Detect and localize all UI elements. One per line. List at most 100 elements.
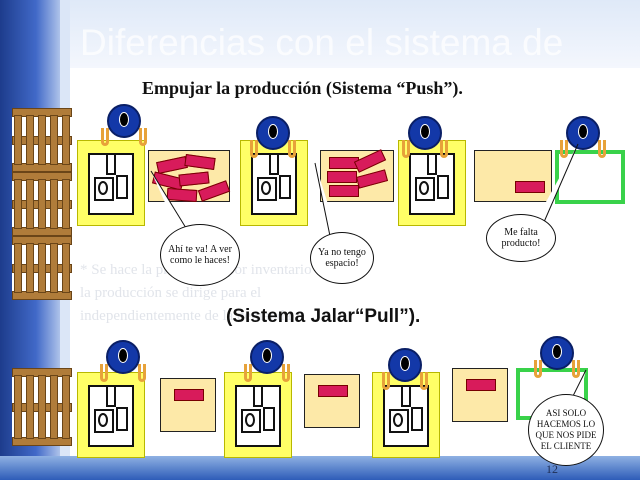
worker-icon [534, 334, 580, 382]
speech-bubble-text: Ahí te va! A ver como le haces! [168, 244, 232, 266]
machine-part [401, 385, 411, 407]
kanban-buffer [452, 368, 508, 422]
worker-arm [420, 372, 428, 390]
pallet-slat [14, 179, 22, 229]
pallet-slat [62, 243, 70, 293]
pallet-slat [62, 375, 70, 439]
machine-icon [409, 153, 455, 215]
worker-face [119, 112, 129, 127]
worker-arm [560, 140, 568, 158]
worker-head [388, 348, 422, 382]
speech-bubble-text: Ya no tengo espacio! [318, 247, 366, 269]
worker-arm [139, 128, 147, 146]
speech-bubble: Ahí te va! A ver como le haces! [160, 224, 240, 286]
machine-part [94, 409, 114, 433]
machine-part [106, 385, 116, 407]
pallet-slat [38, 375, 46, 439]
machine-icon [88, 385, 134, 447]
slide-title: Diferencias con el sistema de [80, 22, 564, 63]
pallet-slat [26, 179, 34, 229]
pallet-slat [62, 115, 70, 165]
pallet-slat [50, 115, 58, 165]
worker-icon [100, 338, 146, 386]
machine-part [393, 413, 403, 427]
worker-arm [288, 140, 296, 158]
bottom-band [0, 456, 640, 480]
worker-icon [244, 338, 290, 386]
pallet-icon [12, 236, 72, 300]
speech-bubble-text: ASI SOLO HACEMOS LO QUE NOS PIDE EL CLIE… [535, 408, 597, 451]
product-box-icon [515, 181, 545, 193]
product-box-icon [174, 389, 204, 401]
page-number: 12 [546, 462, 558, 476]
machine-part [419, 181, 429, 195]
customer-area [555, 150, 625, 204]
inventory-buffer [320, 149, 394, 202]
worker-arm [598, 140, 606, 158]
machine-part [437, 175, 449, 199]
machine-part [116, 407, 128, 431]
worker-icon [382, 346, 428, 394]
pallet-slat [50, 375, 58, 439]
worker-face [578, 124, 588, 139]
pallet-slat [26, 375, 34, 439]
background-line: la producción se dirige para el [80, 285, 262, 301]
machine-part [261, 181, 271, 195]
machine-part [427, 153, 437, 175]
worker-face [400, 356, 410, 371]
machine-part [411, 407, 423, 431]
kanban-buffer [304, 374, 360, 428]
speech-bubble-text: Me falta producto! [501, 227, 541, 249]
pallet-slat [38, 243, 46, 293]
machine-part [98, 413, 108, 427]
worker-arm [382, 372, 390, 390]
product-box-icon [466, 379, 496, 391]
worker-icon [402, 114, 448, 162]
worker-arm [244, 364, 252, 382]
pallet-slat [14, 243, 22, 293]
worker-icon [560, 114, 606, 162]
speech-bubble: Ya no tengo espacio! [310, 232, 374, 284]
machine-part [245, 413, 255, 427]
kanban-buffer [160, 378, 216, 432]
worker-arm [440, 140, 448, 158]
worker-arm [572, 360, 580, 378]
machine-part [279, 175, 291, 199]
machine-part [98, 181, 108, 195]
machine-icon [235, 385, 281, 447]
machine-part [116, 175, 128, 199]
machine-part [94, 177, 114, 201]
machine-part [389, 409, 409, 433]
title-band [0, 0, 640, 68]
work-station [77, 140, 145, 226]
machine-part [253, 385, 263, 407]
push-heading: Empujar la producción (Sistema “Push”). [142, 78, 463, 98]
speech-bubble: ASI SOLO HACEMOS LO QUE NOS PIDE EL CLIE… [528, 394, 604, 466]
machine-icon [251, 153, 297, 215]
pallet-icon [12, 172, 72, 236]
machine-icon [88, 153, 134, 215]
pallet-icon [12, 108, 72, 172]
pallet-slat [38, 115, 46, 165]
worker-arm [402, 140, 410, 158]
worker-face [118, 348, 128, 363]
inventory-buffer [474, 150, 552, 202]
worker-arm [534, 360, 542, 378]
pallet-slat [26, 115, 34, 165]
worker-icon [101, 102, 147, 150]
pallet-slat [50, 179, 58, 229]
product-box-icon [318, 385, 348, 397]
pallet-slat [50, 243, 58, 293]
worker-arm [100, 364, 108, 382]
speech-bubble: Me falta producto! [486, 214, 556, 262]
machine-part [257, 177, 277, 201]
worker-head [566, 116, 600, 150]
work-station [77, 372, 145, 458]
pallet-slat [14, 375, 22, 439]
pull-heading: (Sistema Jalar“Pull”). [226, 306, 421, 327]
product-box-icon [329, 185, 359, 197]
machine-part [106, 153, 116, 175]
worker-face [268, 124, 278, 139]
